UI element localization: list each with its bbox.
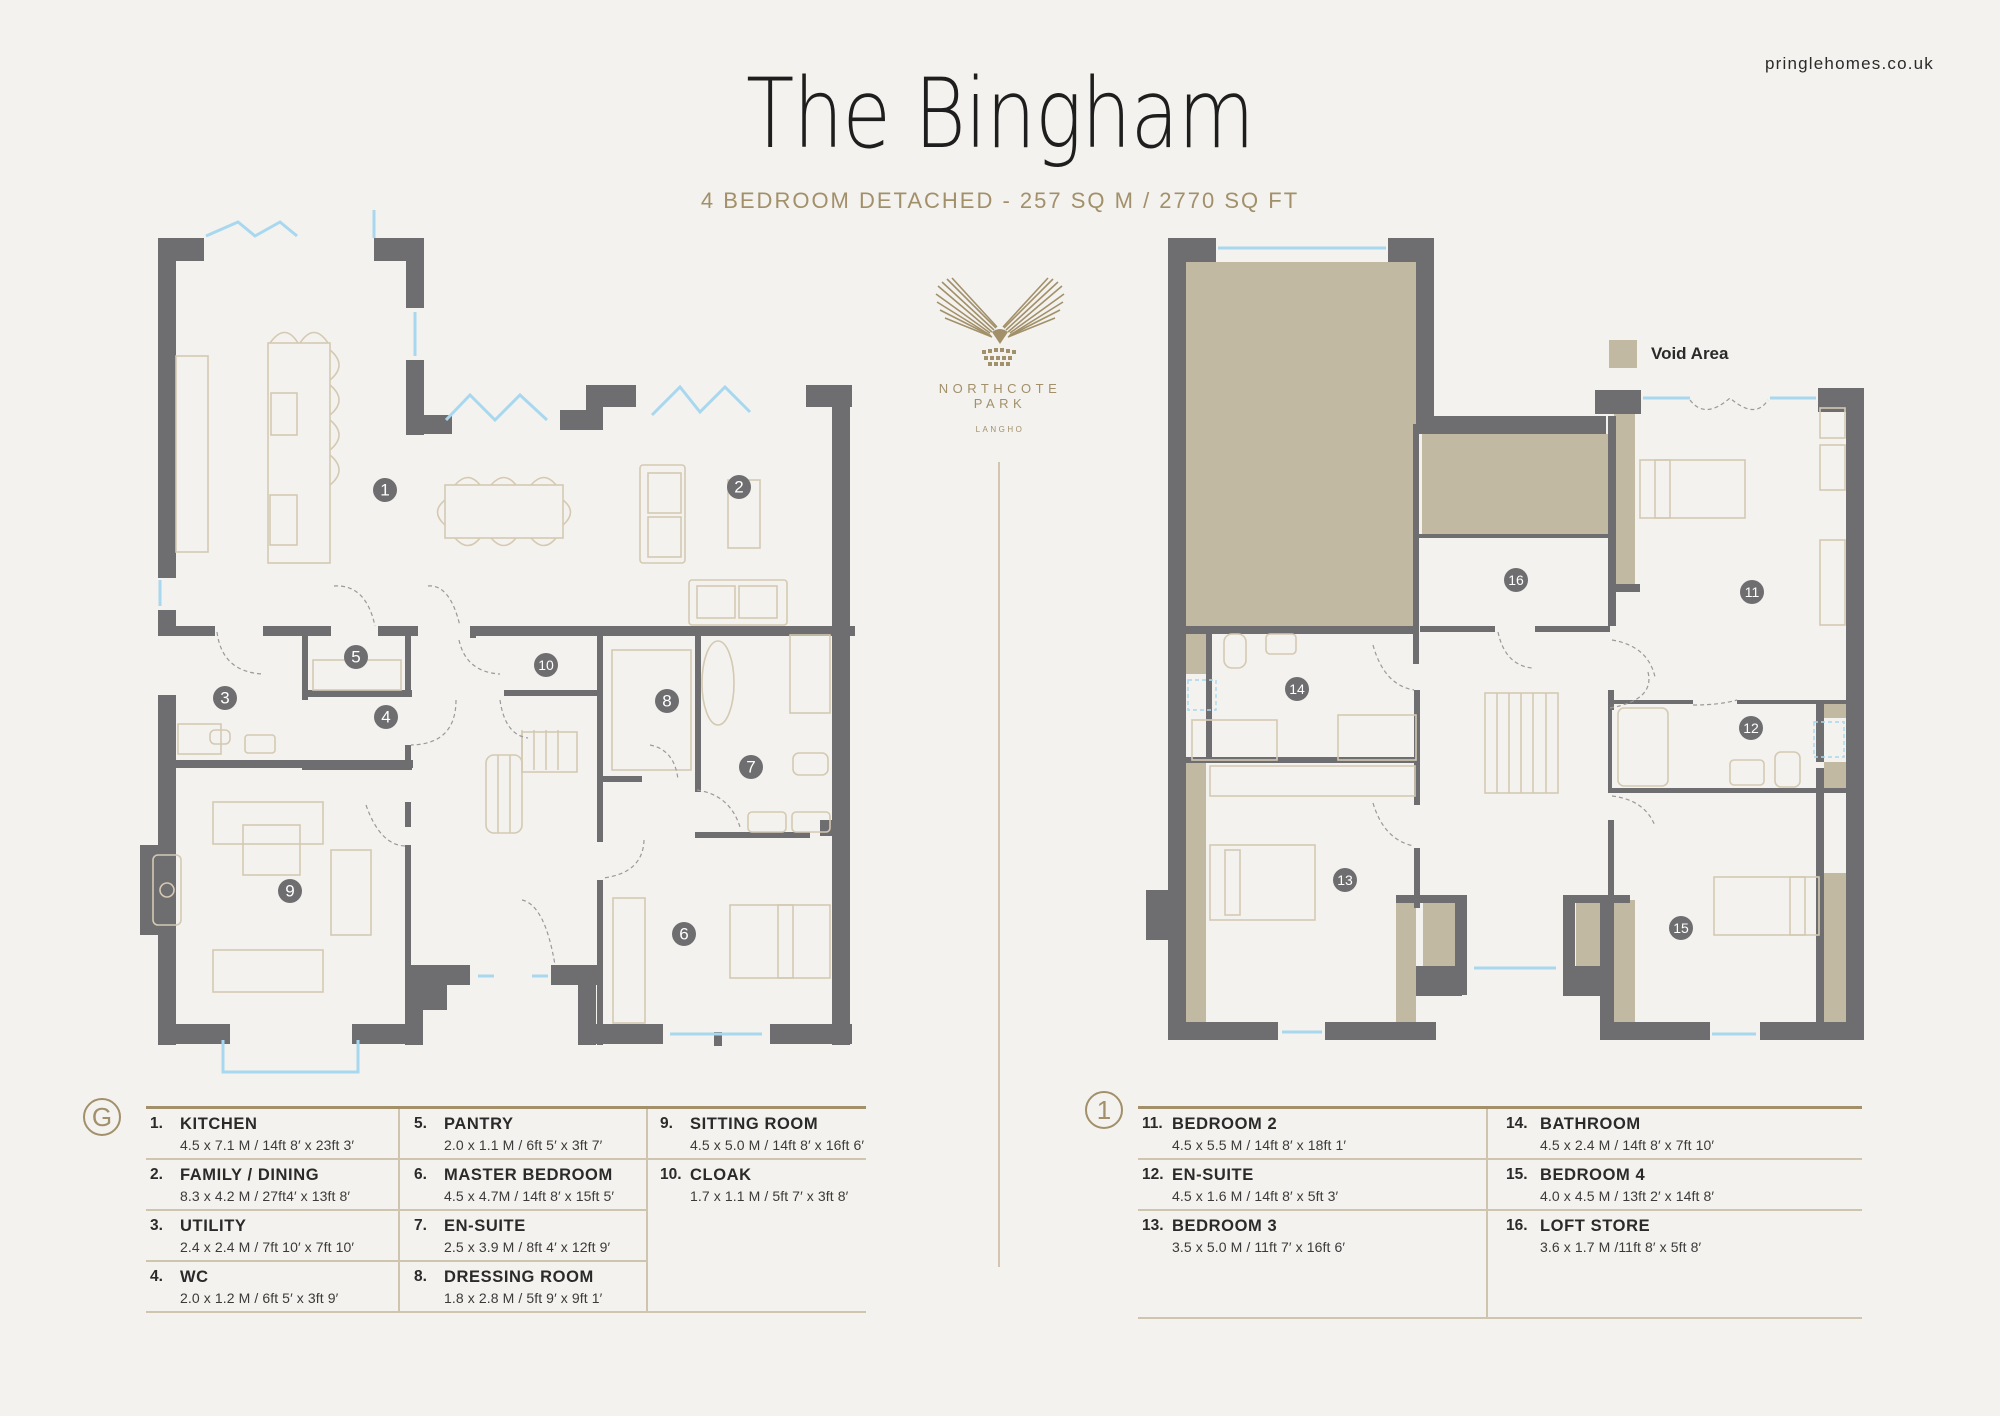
ground-floor-plan: 1 2 3 4 5 6 7 8 9 10: [140, 210, 855, 1074]
northcote-park-logo: NORTHCOTE PARK LANGHO: [910, 270, 1090, 434]
first-floor-badge: 1: [1085, 1091, 1123, 1129]
svg-text:16: 16: [1508, 572, 1524, 588]
svg-text:7: 7: [746, 758, 755, 777]
svg-text:2: 2: [734, 478, 743, 497]
first-floor-door-swings: [1372, 397, 1769, 847]
logo-place: LANGHO: [975, 425, 1025, 434]
first-floor-room-markers: 11 12 13 14 15 16: [1285, 568, 1764, 940]
svg-text:11: 11: [1745, 584, 1760, 600]
page-subtitle: 4 BEDROOM DETACHED - 257 SQ M / 2770 SQ …: [700, 188, 1300, 213]
svg-text:10: 10: [538, 657, 554, 673]
svg-text:12: 12: [1743, 720, 1759, 736]
ground-floor-room-markers: 1 2 3 4 5 6 7 8 9 10: [213, 475, 763, 946]
svg-text:3: 3: [220, 689, 229, 708]
first-floor-walls: [1146, 238, 1864, 1040]
ground-floor-furniture: [152, 331, 831, 1024]
void-area-legend: Void Area: [1609, 340, 1728, 368]
svg-text:14: 14: [1289, 681, 1305, 697]
void-areas: [1186, 262, 1846, 1023]
first-floor-windows: [1187, 246, 1845, 1036]
logo-name: NORTHCOTE PARK: [938, 381, 1062, 411]
svg-text:13: 13: [1337, 872, 1353, 888]
svg-text:4: 4: [381, 708, 390, 727]
first-floor-plan: 11 12 13 14 15 16: [1146, 238, 1864, 1040]
svg-text:9: 9: [285, 882, 294, 901]
svg-text:6: 6: [679, 925, 688, 944]
eagle-icon: [935, 277, 1065, 366]
svg-text:15: 15: [1673, 920, 1689, 936]
ground-floor-door-swings: [216, 585, 741, 966]
website-url[interactable]: pringlehomes.co.uk: [1764, 54, 1934, 73]
svg-text:5: 5: [351, 648, 360, 667]
ground-floor-badge: G: [83, 1098, 121, 1136]
svg-text:8: 8: [662, 692, 671, 711]
first-floor-furniture: [1191, 407, 1846, 936]
page-title: The Bingham: [746, 58, 1255, 170]
center-divider: [998, 462, 1000, 1267]
svg-text:1: 1: [380, 481, 389, 500]
void-area-label: Void Area: [1651, 344, 1729, 363]
void-area-swatch: [1609, 340, 1637, 368]
ground-floor-walls: [140, 238, 855, 1046]
ground-floor-windows: [158, 210, 762, 1074]
